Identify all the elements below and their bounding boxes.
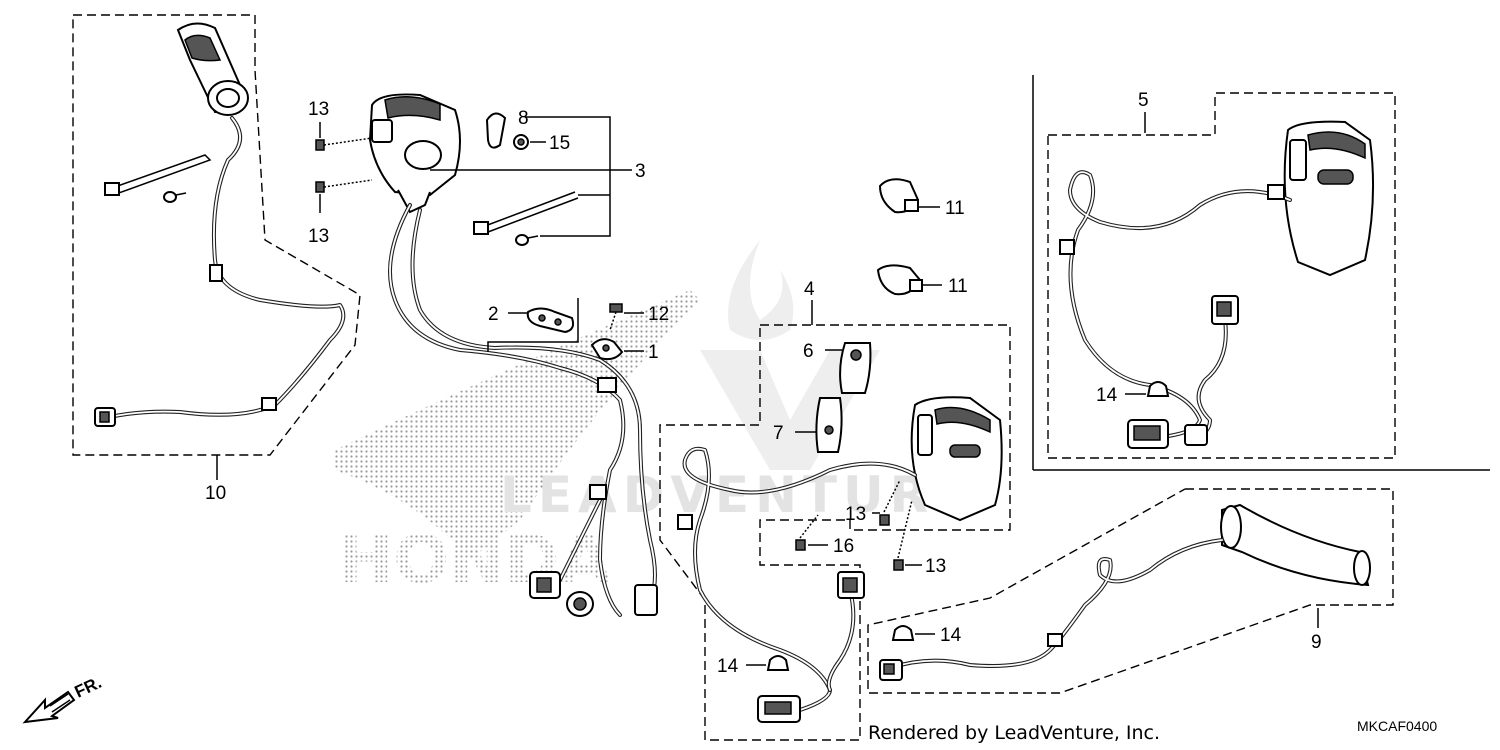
part-10-group: 10 — [72, 14, 361, 504]
part-3-label: 3 — [635, 161, 646, 182]
screw-icon — [515, 234, 539, 246]
harness-clamp-icon — [1059, 239, 1075, 255]
part-16-label: 16 — [833, 536, 854, 557]
part-4-label: 4 — [804, 279, 815, 300]
part-2-label: 2 — [488, 304, 499, 325]
front-direction-indicator: FR. — [22, 673, 105, 724]
part-3-group: 13 13 3 — [308, 93, 658, 617]
part-14c-label: 14 — [940, 625, 962, 646]
switch-plate-7-icon — [815, 397, 843, 453]
screw-icon — [163, 191, 187, 203]
bolt-13-upper-icon — [315, 137, 373, 151]
part-13a-label: 13 — [308, 99, 329, 120]
part-1-label: 1 — [648, 342, 659, 363]
wire-band-icon — [485, 112, 507, 149]
bolt-12-icon — [609, 303, 623, 331]
honda-watermark-text: HONDA — [338, 521, 610, 598]
part-11a-label: 11 — [945, 198, 965, 219]
front-arrow-icon — [22, 690, 76, 724]
part-5-label: 5 — [1138, 90, 1149, 111]
watermark: HONDA LEADVENTURE — [335, 240, 974, 598]
diagram-code: MKCAF0400 — [1357, 718, 1437, 734]
part-5-group: 5 14 — [1032, 75, 1490, 471]
part-12-label: 12 — [648, 304, 669, 325]
part-13d-label: 13 — [925, 556, 946, 577]
part-6-label: 6 — [803, 341, 814, 362]
leadventure-logo-watermark — [700, 350, 880, 470]
front-label: FR. — [72, 673, 105, 702]
part-13b-label: 13 — [308, 226, 329, 247]
left-heated-grip-icon — [176, 22, 249, 116]
bolt-13d-icon — [893, 499, 913, 571]
part-13c-label: 13 — [845, 504, 866, 525]
part-14a-label: 14 — [717, 656, 739, 677]
clip-14-icon — [766, 655, 790, 671]
clip-14c-icon — [891, 625, 915, 641]
part-8-label: 8 — [518, 108, 529, 129]
leadventure-watermark-text: LEADVENTURE — [500, 466, 974, 524]
part-4-group: 4 6 7 — [659, 279, 1011, 741]
nut-icon — [513, 134, 529, 150]
part-5-connector-icon — [1127, 295, 1239, 449]
part-15-label: 15 — [549, 133, 570, 154]
clamp-1-icon — [590, 338, 624, 361]
left-switch-connector-icon — [529, 571, 658, 617]
harness-clamp-icon — [1267, 184, 1285, 200]
part-2-12-1-group: 2 12 1 — [487, 298, 669, 363]
bolt-13-lower-icon — [315, 179, 373, 193]
part-7-label: 7 — [773, 423, 784, 444]
part-8-bracket — [525, 116, 611, 237]
flame-watermark-icon — [728, 240, 794, 340]
part-4-outline — [659, 324, 1011, 741]
right-switch-connector-icon — [757, 571, 865, 723]
bolt-13c-icon — [879, 479, 901, 526]
harness-clamp-icon — [677, 514, 693, 530]
right-handlebar-switch-icon — [910, 396, 1003, 522]
part-9-outline — [867, 488, 1394, 694]
switch-cover-6-icon — [839, 342, 872, 394]
harness-clip-icon — [526, 307, 575, 334]
right-heated-grip-icon — [1220, 503, 1371, 587]
cable-tie-icon — [110, 154, 212, 195]
part-8-15-group: 8 15 — [473, 108, 611, 246]
harness-clamp-icon — [597, 377, 617, 393]
part-11-group: 11 11 — [876, 178, 968, 297]
screw-16-icon — [795, 514, 819, 551]
clip-14b-icon — [1146, 381, 1170, 397]
part-5-outline — [1047, 92, 1396, 459]
harness-clamp-icon — [589, 484, 607, 500]
wire-clip-icon — [1047, 633, 1063, 647]
right-switch-5-icon — [1283, 120, 1375, 277]
part-9-label: 9 — [1311, 632, 1322, 653]
part-10-outline — [72, 14, 361, 456]
wire-clip-icon — [261, 397, 277, 411]
left-grip-wire — [103, 116, 346, 420]
left-handlebar-switch-icon — [368, 93, 461, 214]
wire-clip-icon — [209, 264, 223, 282]
cable-tie-icon — [484, 191, 576, 227]
part-11b-label: 11 — [948, 276, 968, 297]
part-14b-label: 14 — [1096, 385, 1118, 406]
part-9-group: 14 9 — [867, 488, 1394, 694]
rendered-by-text: Rendered by LeadVenture, Inc. — [868, 722, 1160, 744]
part-10-label: 10 — [205, 483, 226, 504]
